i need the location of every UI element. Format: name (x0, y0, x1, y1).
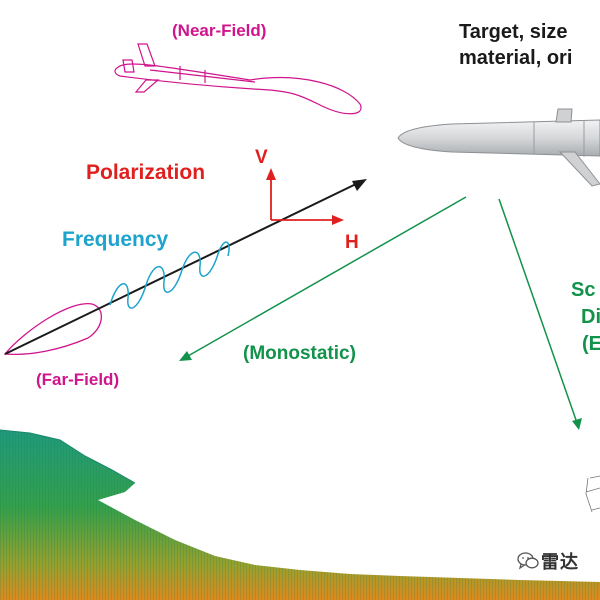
propagation-arrow (4, 179, 367, 355)
wechat-icon (517, 552, 539, 570)
monostatic-arrow (179, 196, 467, 361)
polarization-axes (266, 168, 344, 225)
h-axis-label: H (345, 232, 359, 253)
scatter-label-line2: Di (581, 306, 600, 328)
scatter-target-wireframe (585, 475, 600, 513)
scattering-arrow (498, 198, 582, 430)
terrain (0, 429, 600, 600)
far-field-label: (Far-Field) (36, 370, 120, 389)
v-axis-label: V (255, 147, 268, 168)
target-missile (397, 108, 600, 187)
polarization-label: Polarization (86, 161, 206, 184)
scatter-label-line3: (E (582, 333, 600, 355)
target-label-line1: Target, size (459, 21, 568, 43)
frequency-label: Frequency (62, 228, 169, 251)
watermark-text: 雷达 (541, 552, 579, 572)
frequency-wave (109, 241, 230, 309)
monostatic-label: (Monostatic) (243, 343, 356, 364)
target-label-line2: material, ori (459, 47, 573, 69)
near-field-label: (Near-Field) (172, 21, 267, 40)
watermark: 雷达 (517, 548, 600, 574)
scatter-label-line1: Sc (571, 279, 596, 301)
near-field-missile (114, 43, 362, 115)
far-field-lobe (3, 303, 102, 356)
